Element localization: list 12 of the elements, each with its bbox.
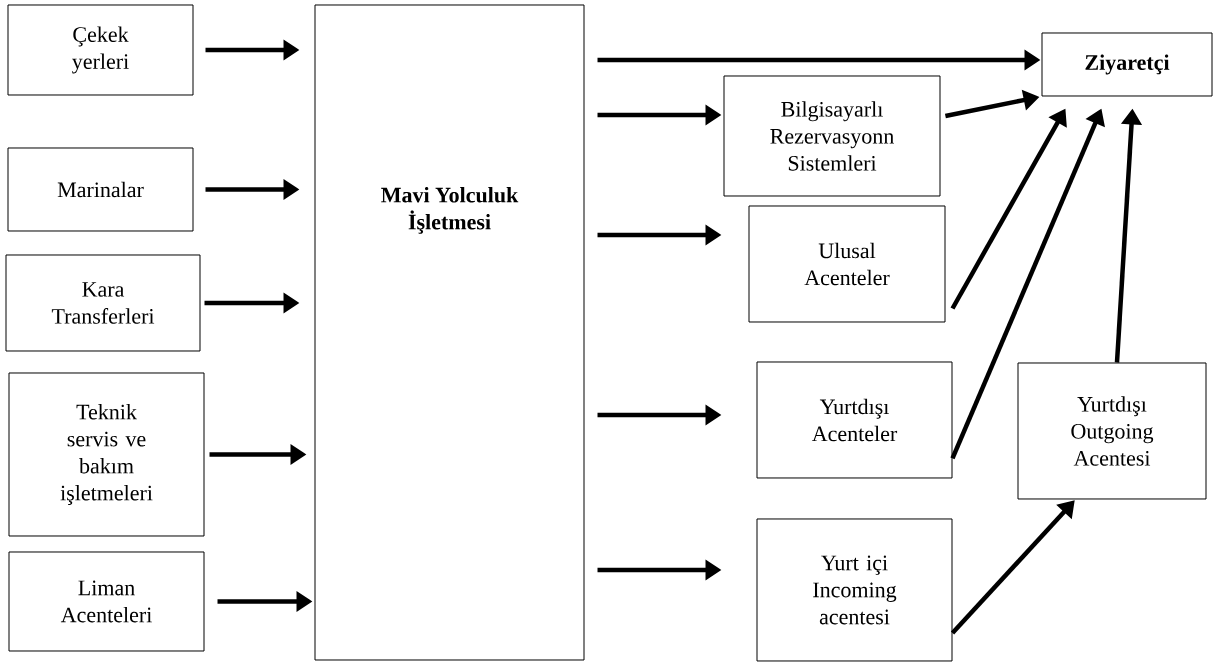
process-box: Teknik servis ve bakım işletmeleri [8, 372, 205, 537]
heading-box: Ziyaretçi [1041, 32, 1213, 97]
process-box: Kara Transferleri [5, 254, 201, 352]
process-box: Yurtdışı Outgoing Acentesi [1017, 362, 1207, 500]
process-box: Marinalar [7, 147, 194, 232]
process-box: Bilgisayarlı Rezervasyonn Sistemleri [723, 75, 941, 197]
process-box: Ulusal Acenteler [748, 205, 946, 323]
heading-box: Mavi Yolculuk İşletmesi [314, 4, 585, 661]
process-box: Liman Acenteleri [8, 551, 205, 652]
process-box: Yurtdışı Acenteler [756, 361, 953, 479]
process-box: Yurt içi Incoming acentesi [756, 518, 953, 662]
process-box: Çekek yerleri [7, 4, 194, 96]
